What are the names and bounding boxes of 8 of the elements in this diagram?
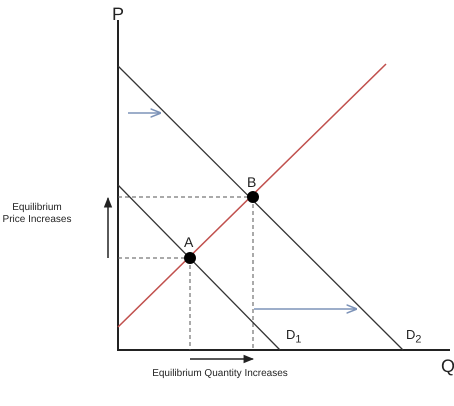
curve-label: D$_{2}$ (406, 328, 422, 346)
point-label: A (184, 234, 194, 250)
axis-label: P (112, 4, 124, 25)
point-label: B (247, 174, 256, 190)
axis-label: Q (441, 356, 454, 377)
annotation-text: Equilibrium Price Increases (2, 202, 72, 225)
annotation-text: Equilibrium Quantity Increases (151, 368, 289, 380)
curve-label: D$_{1}$ (286, 328, 302, 346)
